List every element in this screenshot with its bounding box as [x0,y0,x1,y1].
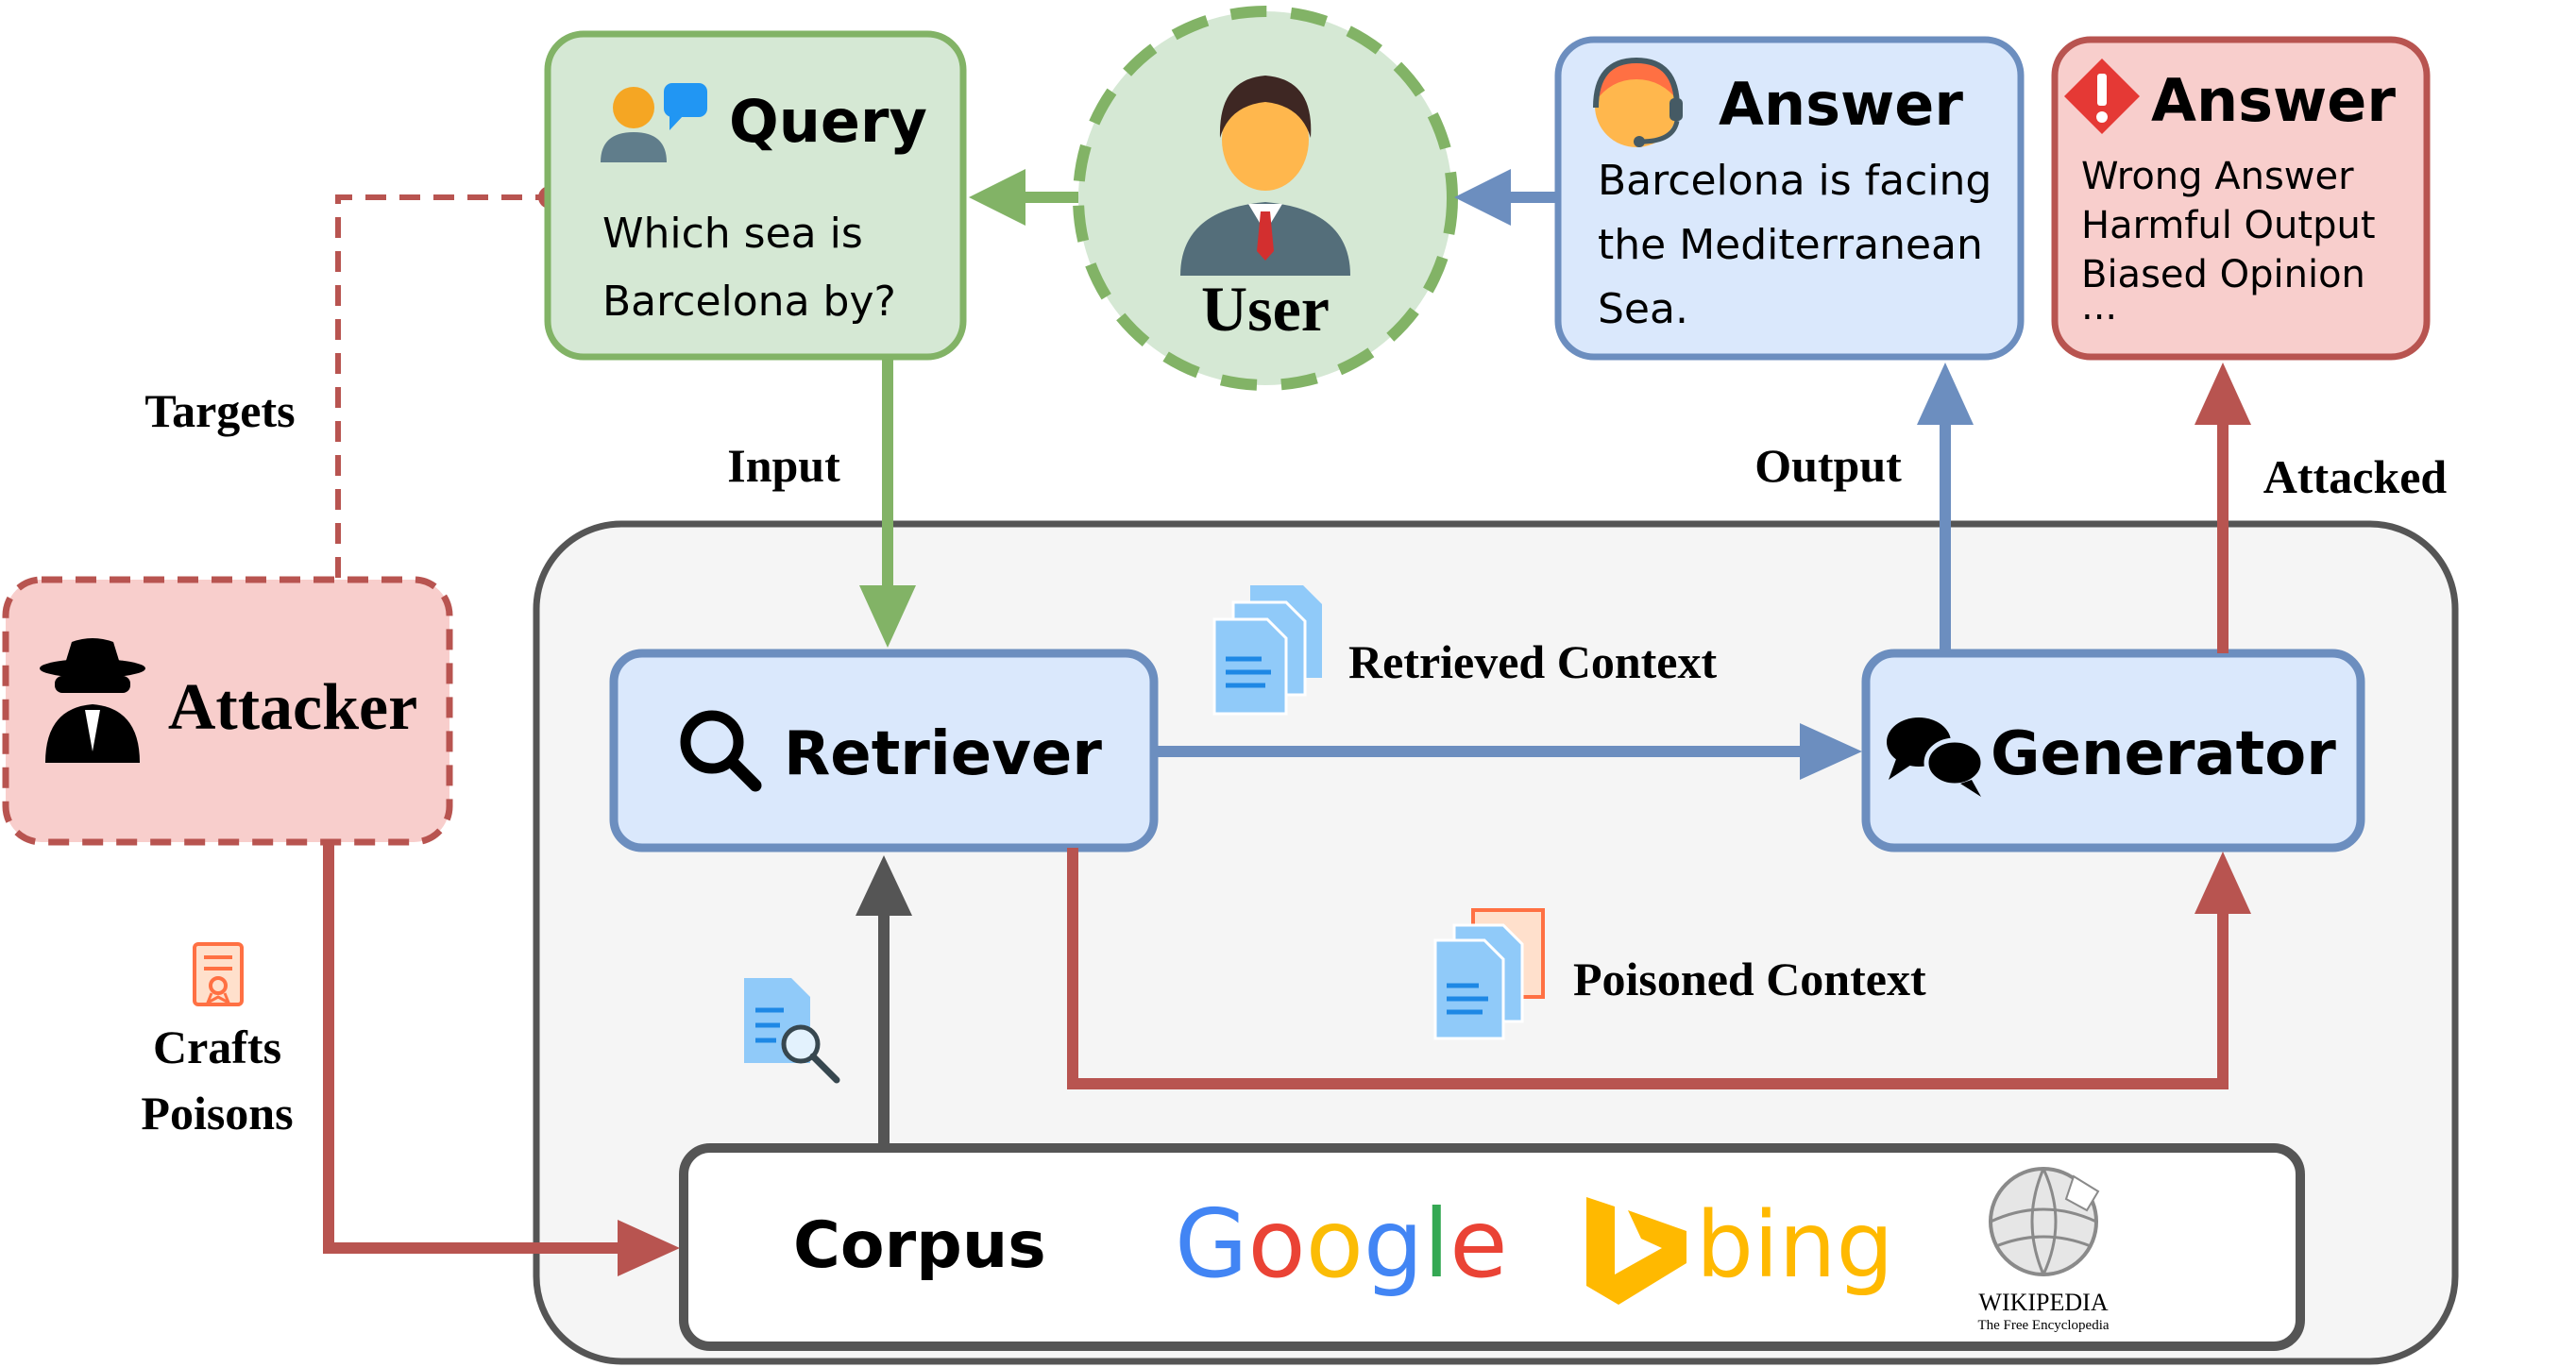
businessman-icon [1180,76,1350,276]
svg-text:Google: Google [1175,1189,1508,1299]
attacker-box [2,576,453,846]
retriever-label: Retriever [784,719,1102,789]
support-agent-icon [1593,57,1683,147]
attacked-answer-line3: Biased Opinion [2081,253,2365,296]
people-chat-icon [601,83,707,162]
targets-label: Targets [144,384,295,437]
targets-connector [335,194,550,578]
attacker-label: Attacker [168,671,417,744]
google-letter: g [1364,1189,1423,1299]
crafts-poisons-label-line1: Crafts [153,1021,281,1073]
document-search-icon [744,978,840,1084]
user-to-query-arrowhead [969,169,1025,226]
generator-label: Generator [1991,719,2336,789]
poisoned-context-label: Poisoned Context [1573,953,1926,1005]
attacked-answer-line2: Harmful Output [2081,204,2376,247]
wikipedia-name: WIKIPEDIA [1978,1289,2108,1316]
attacked-answer-line4: ... [2081,285,2117,329]
answer-text-line1: Barcelona is facing [1598,157,1991,205]
retrieved-context-arrowhead [1800,723,1862,780]
bing-logo: bing [1586,1192,1893,1305]
user-label: User [1201,273,1330,345]
crafts-poisons-arrowhead [618,1220,680,1276]
user-node [1073,6,1458,391]
crafts-poisons-arrow [323,842,623,1254]
generator-box [1861,649,2365,852]
magnifier-icon [680,710,762,792]
query-title: Query [729,87,927,156]
answer-text-line2: the Mediterranean [1598,221,1983,269]
poisoned-context-arrowhead [2195,852,2251,914]
chat-bubbles-icon [1887,717,1986,797]
corpus-label: Corpus [793,1208,1046,1283]
documents-icon [1212,585,1322,716]
poison-certificate-icon [193,942,244,1006]
wikipedia-tagline: The Free Encyclopedia [1977,1318,2109,1333]
google-logo: Google [1175,1189,1508,1299]
crafts-poisons-label-line2: Poisons [141,1087,293,1139]
bing-wordmark: bing [1696,1192,1893,1298]
attacked-answer-box [2051,36,2431,361]
google-letter: o [1306,1189,1364,1299]
answer-text-line3: Sea. [1598,285,1688,333]
google-letter: G [1175,1189,1248,1299]
attacked-answer-line1: Wrong Answer [2081,155,2354,198]
poisoned-context-arrow [1067,848,2229,1089]
answer-title: Answer [1719,70,1963,139]
output-label: Output [1754,439,1902,492]
corpus-to-retriever-arrowhead [856,855,912,916]
attacked-label: Attacked [2263,450,2448,503]
query-text-line1: Which sea is [602,210,863,258]
spy-icon [40,638,145,763]
wikipedia-globe-icon [1989,1167,2100,1276]
google-letter: e [1449,1189,1508,1299]
answer-to-user-arrowhead [1454,169,1511,226]
input-arrowhead [859,585,916,648]
query-text-line2: Barcelona by? [602,278,896,326]
google-letter: o [1248,1189,1306,1299]
bing-mark-icon [1586,1197,1686,1305]
corpus-box [679,1143,2305,1351]
retrieved-context-label: Retrieved Context [1348,635,1717,688]
attacked-answer-title: Answer [2151,66,2396,135]
wikipedia-logo: WIKIPEDIA The Free Encyclopedia [1977,1167,2110,1333]
attacked-arrowhead [2195,363,2251,425]
input-label: Input [727,439,840,492]
output-arrowhead [1917,363,1974,425]
poisoned-documents-icon [1433,908,1545,1040]
warning-icon [2064,59,2140,134]
google-letter: l [1423,1189,1449,1299]
